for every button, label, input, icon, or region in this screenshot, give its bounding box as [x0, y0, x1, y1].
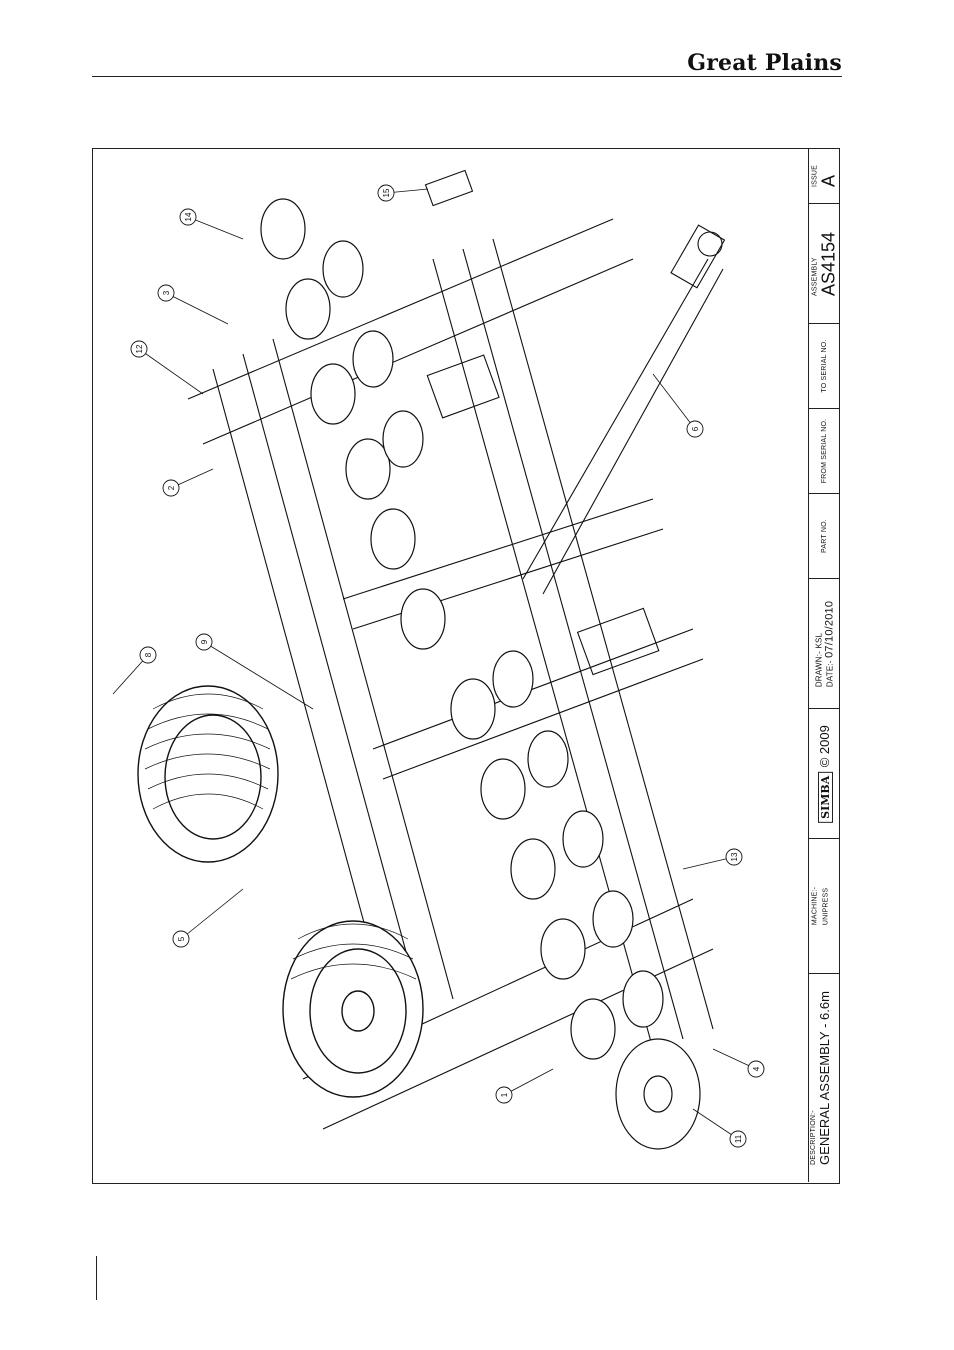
to-serial-cell: TO SERIAL NO. [809, 324, 840, 409]
issue-value: A [819, 165, 838, 187]
assembly-cell: ASSEMBLY AS4154 [809, 204, 840, 324]
part-no-cell: PART NO. [809, 494, 840, 579]
callout-12: 12 [131, 341, 147, 357]
svg-text:11: 11 [734, 1134, 743, 1143]
callout-9: 9 [196, 634, 212, 650]
callout-15: 15 [378, 185, 394, 201]
svg-text:12: 12 [135, 344, 144, 353]
from-serial-label: FROM SERIAL NO. [821, 419, 829, 484]
logo-cell: SIMBA © 2009 [809, 709, 840, 839]
simba-logo: SIMBA [818, 771, 833, 822]
svg-text:4: 4 [752, 1066, 761, 1071]
callout-5: 5 [173, 931, 189, 947]
svg-text:14: 14 [184, 212, 193, 221]
svg-text:15: 15 [382, 188, 391, 197]
svg-text:13: 13 [730, 852, 739, 861]
drawing-sheet: 1 2 3 4 5 6 8 9 11 12 13 14 15 ISSUE A A… [92, 148, 840, 1184]
issue-cell: ISSUE A [809, 149, 840, 204]
from-serial-cell: FROM SERIAL NO. [809, 409, 840, 494]
date-label: DATE:- [825, 660, 834, 687]
drawn-date-cell: DRAWN:- KSL DATE:- 07/10/2010 [809, 579, 840, 709]
callout-2: 2 [163, 480, 179, 496]
description-cell: DESCRIPTION:- GENERAL ASSEMBLY - 6.6m [809, 974, 840, 1182]
description-value: GENERAL ASSEMBLY - 6.6m [818, 991, 832, 1165]
copyright: © 2009 [817, 725, 832, 767]
machine-value: UNIPRESS [823, 887, 831, 925]
callout-14: 14 [180, 209, 196, 225]
callout-4: 4 [748, 1061, 764, 1077]
header-rule [92, 76, 842, 77]
svg-text:1: 1 [500, 1092, 509, 1097]
svg-text:2: 2 [167, 485, 176, 490]
callout-8: 8 [140, 647, 156, 663]
callout-1: 1 [496, 1087, 512, 1103]
assembly-number: AS4154 [819, 231, 838, 295]
svg-text:5: 5 [177, 936, 186, 941]
machine-cell: MACHINE:- UNIPRESS [809, 839, 840, 974]
svg-text:8: 8 [144, 652, 153, 657]
svg-text:9: 9 [200, 639, 209, 644]
callout-6: 6 [687, 421, 703, 437]
callout-3: 3 [158, 285, 174, 301]
date-value: 07/10/2010 [823, 600, 835, 657]
assembly-drawing: 1 2 3 4 5 6 8 9 11 12 13 14 15 [93, 149, 808, 1182]
page-margin-rule [96, 1256, 97, 1300]
svg-text:6: 6 [691, 426, 700, 431]
part-no-label: PART NO. [821, 519, 829, 553]
machine-label: MACHINE:- [812, 887, 820, 925]
drawn-label: DRAWN:- [814, 650, 823, 686]
callout-13: 13 [726, 849, 742, 865]
drawn-value: KSL [814, 632, 823, 648]
brand-logo: Great Plains [687, 50, 842, 76]
callout-11: 11 [730, 1131, 746, 1147]
title-block: ISSUE A ASSEMBLY AS4154 TO SERIAL NO. FR… [808, 149, 840, 1182]
svg-text:3: 3 [162, 290, 171, 295]
to-serial-label: TO SERIAL NO. [821, 339, 829, 392]
